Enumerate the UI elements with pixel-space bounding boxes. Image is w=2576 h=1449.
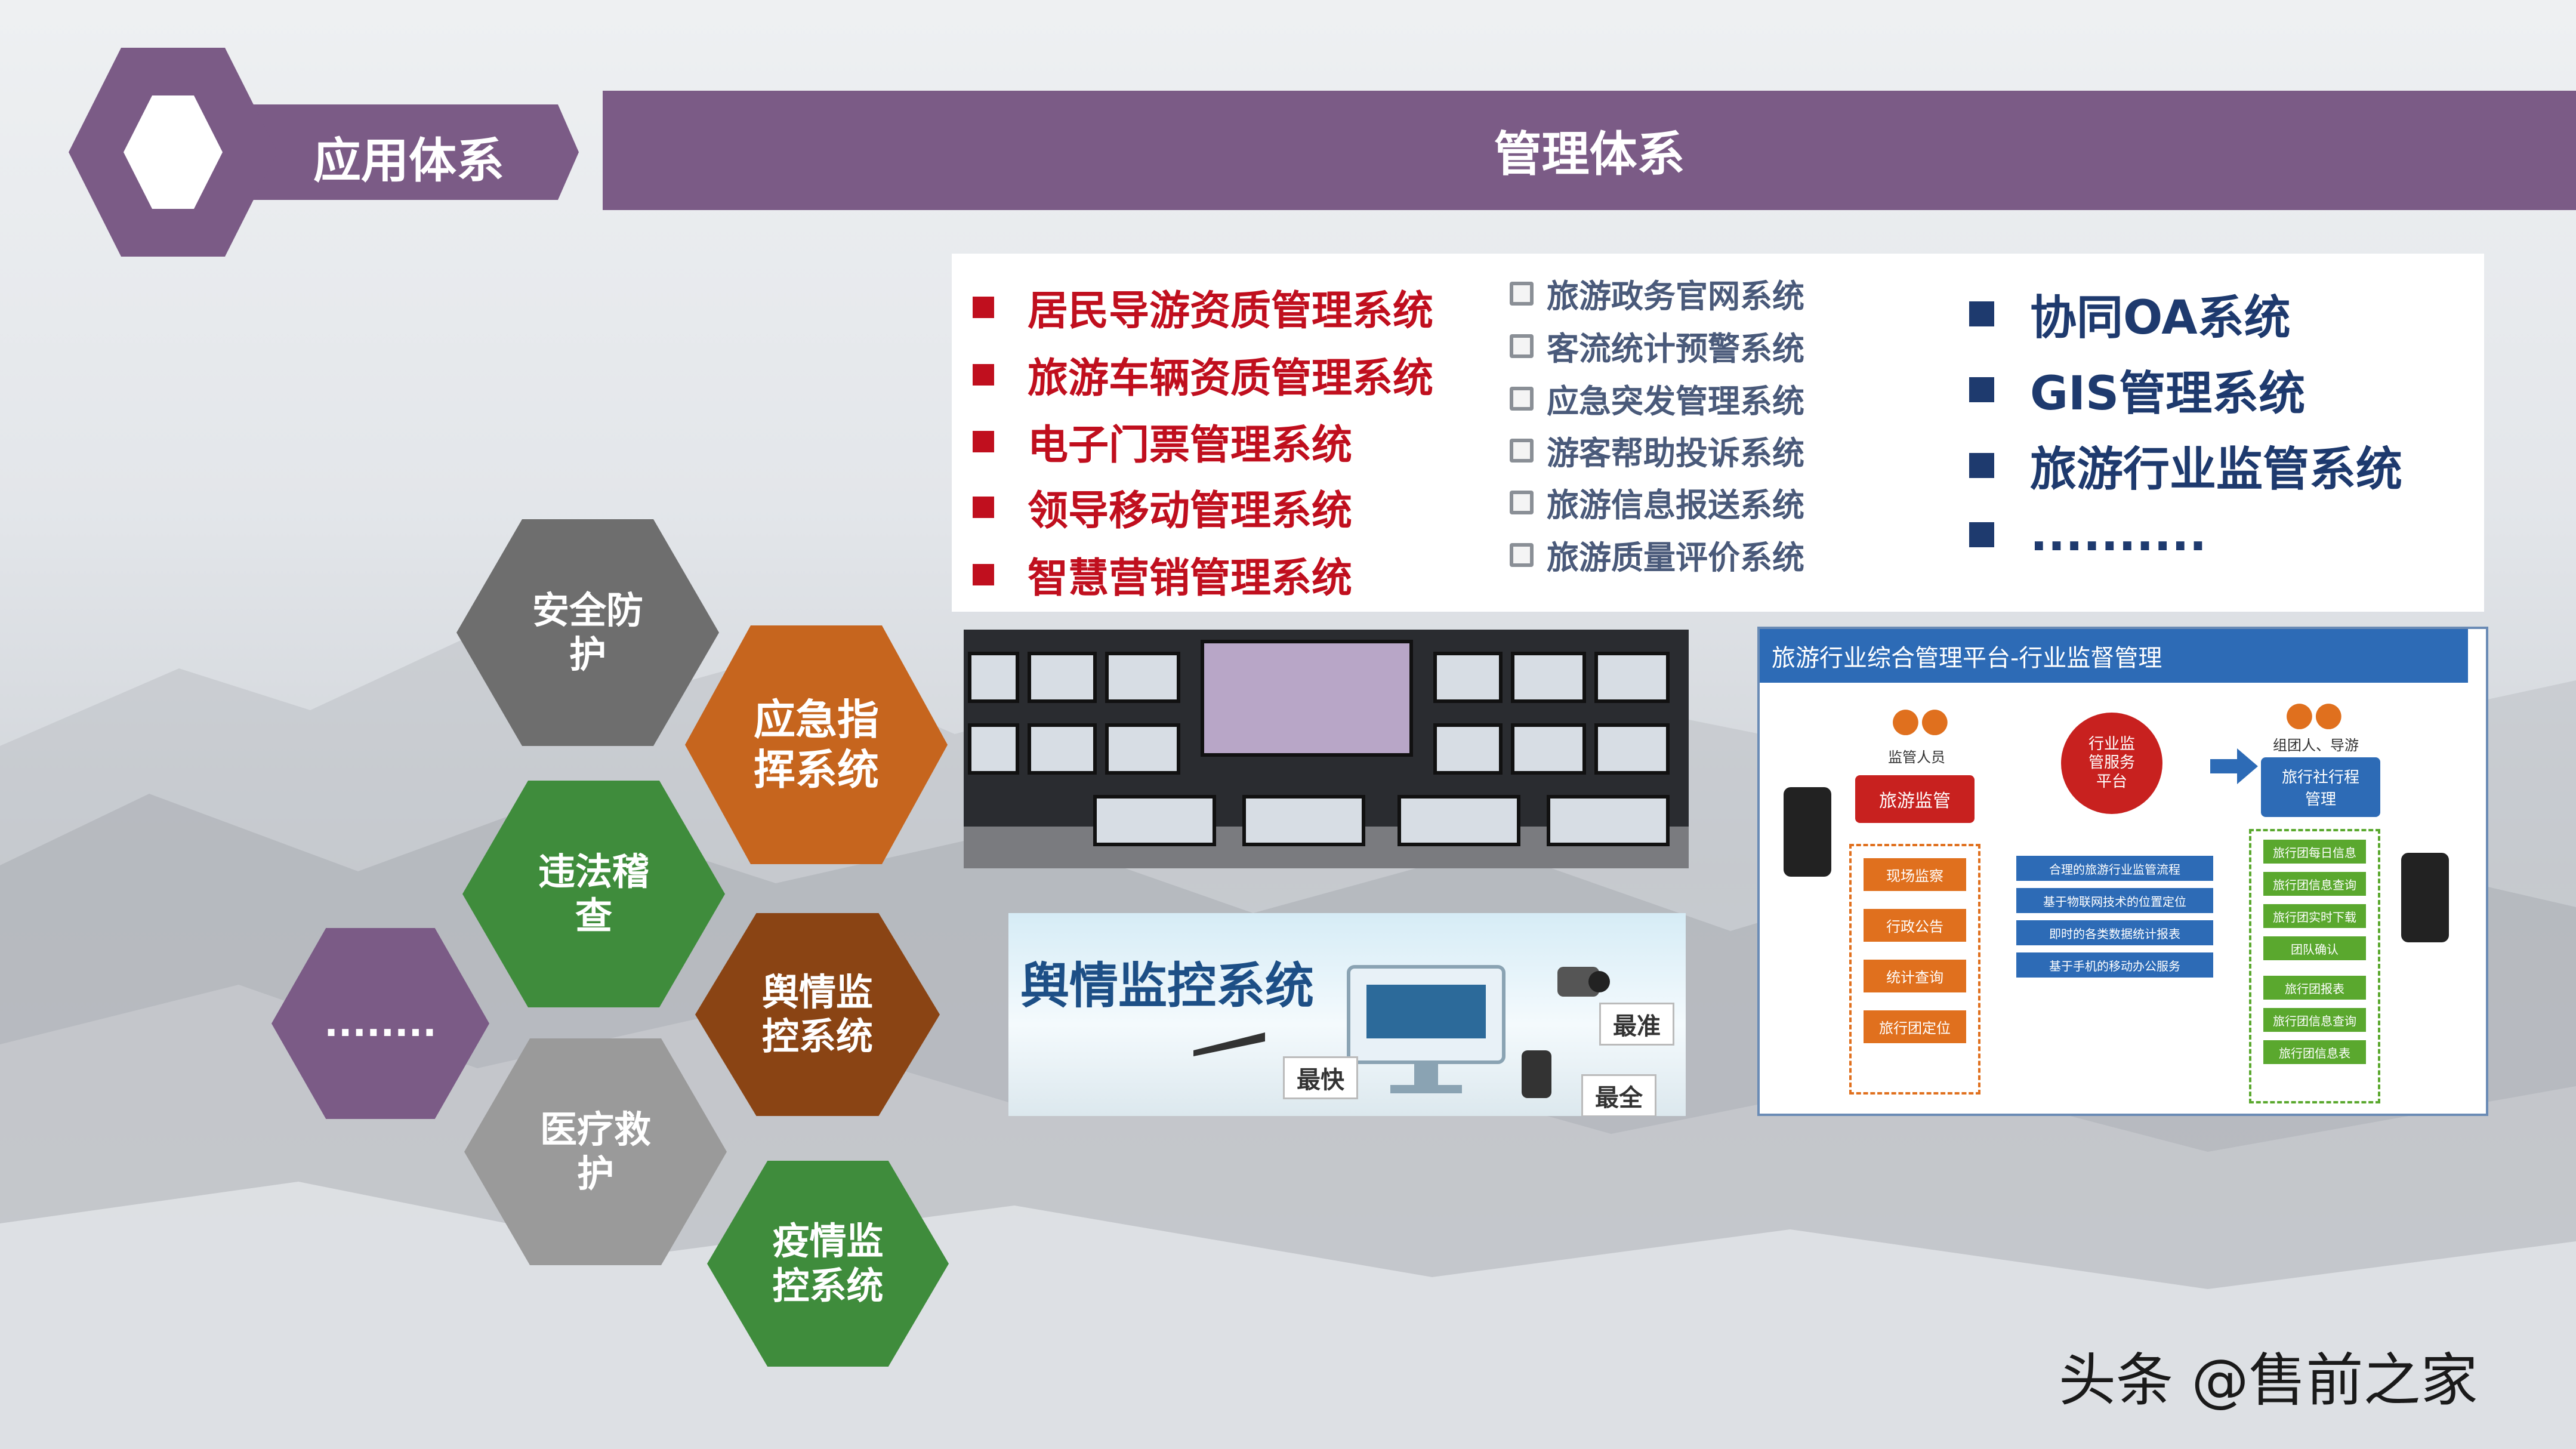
red-list-item: 电子门票管理系统 [973,412,1352,471]
red-bullet-icon [973,563,994,585]
hex-law-enforcement[interactable]: 违法稽 查 [462,781,725,1007]
gray-list-item: 游客帮助投诉系统 [1510,427,1804,474]
checkbox-icon [1510,438,1534,463]
right-item: 旅行团信息查询 [2263,1008,2366,1032]
sentiment-monitoring-panel: 舆情监控系统 最快 最准 最全 [1008,913,1686,1116]
navy-list-item: 协同OA系统 [1969,280,2291,347]
management-system-banner: 管理体系 [603,91,2576,210]
right-item: 旅行团信息查询 [2263,872,2366,896]
right-role-label: 组团人、导游 [2273,737,2359,754]
tag-fastest: 最快 [1283,1056,1358,1099]
checkbox-icon [1510,281,1534,306]
gray-list-item: 旅游信息报送系统 [1510,479,1804,526]
tag-most-accurate: 最准 [1599,1003,1674,1046]
right-arrow-icon [2210,748,2258,784]
checkbox-icon [1510,334,1534,358]
checkbox-icon [1510,542,1534,567]
red-bullet-icon [973,430,994,452]
monitor-illustration [1347,965,1506,1093]
gray-list-item: 应急突发管理系统 [1510,375,1804,422]
middle-item: 基于物联网技术的位置定位 [2016,888,2213,913]
platform-title-bar: 旅游行业综合管理平台-行业监督管理 [1760,629,2468,683]
left-role-label: 监管人员 [1888,749,1945,766]
right-item: 团队确认 [2263,936,2366,960]
user-group-icon: ●● [2285,695,2343,733]
hex-emergency-command[interactable]: 应急指 挥系统 [685,625,948,864]
right-items-column: 旅行团每日信息 旅行团信息查询 旅行团实时下载 团队确认 旅行团报表 旅行团信息… [2249,829,2380,1103]
red-bullet-icon [973,363,994,386]
monitoring-center-photo [964,630,1689,868]
red-list-item: 智慧营销管理系统 [973,545,1352,604]
platform-diagram-panel: 旅游行业综合管理平台-行业监督管理 监管人员 组团人、导游 ●● ●● 行业监 … [1757,627,2488,1116]
left-item: 旅行团定位 [1864,1010,1966,1043]
red-list-item: 领导移动管理系统 [973,477,1352,537]
right-item: 旅行团信息表 [2263,1040,2366,1064]
gray-list-item: 旅游政务官网系统 [1510,270,1804,317]
middle-item: 基于手机的移动办公服务 [2016,952,2213,978]
management-list-panel [952,254,2484,612]
navy-list-item: 旅游行业监管系统 [1969,432,2402,499]
navy-bullet-icon [1969,301,1994,326]
middle-item: 合理的旅游行业监管流程 [2016,856,2213,881]
left-items-column: 现场监察 行政公告 统计查询 旅行团定位 [1849,844,1980,1095]
platform-title: 旅游行业综合管理平台-行业监督管理 [1772,645,2162,672]
hex-epidemic-monitoring[interactable]: 疫情监 控系统 [707,1161,949,1367]
right-item: 旅行团每日信息 [2263,840,2366,864]
red-bullet-icon [973,496,994,518]
right-item: 旅行团报表 [2263,976,2366,1000]
navy-bullet-icon [1969,522,1994,547]
navy-list-item: .......... [1969,508,2207,562]
phone-icon [1522,1050,1551,1098]
camera-icon [1557,967,1610,997]
middle-items-column: 合理的旅游行业监管流程 基于物联网技术的位置定位 即时的各类数据统计报表 基于手… [2016,856,2213,978]
middle-item: 即时的各类数据统计报表 [2016,920,2213,945]
hex-sentiment-monitoring[interactable]: 舆情监 控系统 [695,913,940,1116]
tag-most-complete: 最全 [1581,1074,1656,1116]
platform-center-circle: 行业监 管服务 平台 [2061,713,2162,814]
navy-bullet-icon [1969,453,1994,478]
red-list-item: 居民导游资质管理系统 [973,278,1433,337]
app-system-title: 应用体系 [313,133,504,189]
right-header-box: 旅行社行程 管理 [2261,757,2380,817]
checkbox-icon [1510,386,1534,411]
hex-safety-protection[interactable]: 安全防 护 [456,519,719,746]
gray-list-item: 旅游质量评价系统 [1510,531,1804,578]
keyboard-icon [1193,1032,1265,1056]
management-system-title: 管理体系 [1494,127,1685,182]
left-item: 统计查询 [1864,960,1966,992]
red-bullet-icon [973,296,994,318]
left-item: 现场监察 [1864,858,1966,891]
app-system-arrow-shape [69,48,579,257]
navy-bullet-icon [1969,377,1994,402]
left-header-box: 旅游监管 [1855,775,1975,823]
left-phone-icon [1784,787,1831,877]
user-group-icon: ●● [1891,701,1949,739]
hex-more[interactable]: ........ [272,928,489,1119]
right-phone-icon [2401,853,2449,942]
red-list-item: 旅游车辆资质管理系统 [973,345,1433,404]
gray-list-item: 客流统计预警系统 [1510,322,1804,369]
app-system-header: 应用体系 [69,48,579,257]
right-item: 旅行团实时下载 [2263,904,2366,928]
watermark: 头条 @售前之家 [2059,1347,2478,1414]
navy-list-item: GIS管理系统 [1969,356,2305,423]
left-item: 行政公告 [1864,909,1966,942]
checkbox-icon [1510,490,1534,514]
sentiment-panel-title: 舆情监控系统 [1020,958,1315,1015]
